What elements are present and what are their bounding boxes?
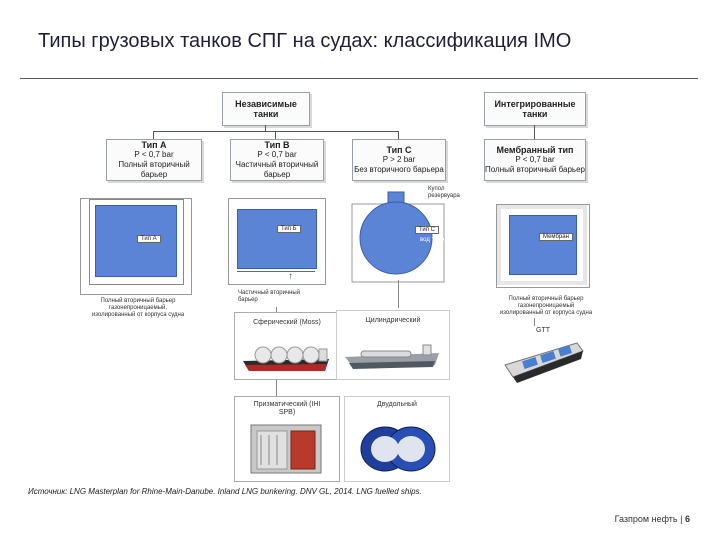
company-name: Газпром нефть	[614, 514, 678, 524]
moss-ship-image	[243, 346, 329, 371]
type-b-tank	[237, 209, 317, 269]
type-c-tank	[359, 201, 433, 275]
type-a-tank-label: Тип А	[137, 235, 161, 243]
cylindrical-ship-panel: Цилиндрический	[336, 310, 450, 380]
footer-separator: |	[680, 514, 683, 524]
connector	[534, 125, 535, 139]
membrane-type-box: Мембранный тип P < 0,7 bar Полный вторич…	[484, 139, 586, 181]
membrane-tank-diagram: Мембран	[496, 204, 590, 288]
arrow-up-icon: ↑	[288, 271, 293, 282]
type-c-barrier: Без вторичного барьера	[354, 165, 444, 174]
membrane-pressure: P < 0,7 bar	[515, 155, 555, 164]
connector	[265, 125, 266, 132]
hull-c-note: вод терр	[420, 237, 445, 243]
connector	[153, 131, 154, 139]
bilobe-ship-panel: Двудольный	[344, 396, 450, 482]
type-c-tank-diagram	[351, 191, 445, 283]
type-b-pressure: P < 0,7 bar	[257, 150, 297, 159]
type-a-pressure: P < 0,7 bar	[134, 150, 174, 159]
spb-tank-image	[250, 424, 322, 474]
prismatic-ship-panel: Призматический (IHI SPB)	[234, 396, 340, 482]
type-b-tank-diagram: Тип Б	[228, 198, 326, 285]
type-b-barrier: Частичный вторичный барьер	[235, 160, 319, 179]
bilobe-tank-image	[360, 426, 436, 472]
type-c-tank-label: Тип С	[415, 226, 440, 234]
cylindrical-ship-image	[345, 344, 439, 369]
integrated-tanks-label: Интегрированные танки	[494, 99, 576, 119]
membrane-barrier: Полный вторичный барьер	[485, 165, 585, 174]
independent-tanks-box: Независимые танки	[222, 92, 310, 126]
independent-tanks-label: Независимые танки	[235, 99, 297, 119]
hull-outline	[89, 199, 184, 285]
membrane-tank	[509, 215, 577, 275]
page-number: 6	[684, 514, 690, 524]
connector	[398, 131, 399, 139]
type-c-box: Тип С P > 2 bar Без вторичного барьера	[352, 139, 446, 181]
connector	[153, 131, 399, 132]
footer: Газпром нефть | 6	[615, 514, 690, 524]
type-a-box: Тип А P < 0,7 bar Полный вторичный барье…	[106, 139, 202, 181]
type-a-tank	[95, 205, 177, 277]
type-b-tank-label: Тип Б	[277, 225, 301, 233]
prismatic-caption: Призматический (IHI SPB)	[253, 401, 321, 416]
type-a-name: Тип А	[141, 140, 167, 150]
membrane-tank-label: Мембран	[539, 233, 573, 241]
type-b-name: Тип В	[264, 140, 290, 150]
partial-barrier-line	[237, 271, 315, 272]
type-c-pressure: P > 2 bar	[382, 155, 416, 164]
type-b-box: Тип В P < 0,7 bar Частичный вторичный ба…	[230, 139, 324, 181]
membrane-name: Мембранный тип	[496, 145, 574, 155]
type-a-tank-diagram: Тип А	[80, 198, 192, 295]
spherical-ship-panel: Сферический (Moss)	[234, 312, 340, 380]
membrane-ship-image	[504, 342, 584, 383]
full-barrier-m-note: Полный вторичный барьер газонепроницаемы…	[499, 296, 593, 316]
connector	[534, 318, 535, 328]
type-a-barrier: Полный вторичный барьер	[118, 160, 190, 179]
page-title: Типы грузовых танков СПГ на судах: класс…	[38, 30, 572, 52]
connector	[275, 131, 276, 139]
spherical-caption: Сферический (Moss)	[253, 319, 321, 326]
hull-outline	[497, 205, 587, 285]
cylindrical-caption: Цилиндрический	[365, 317, 421, 324]
title-divider	[20, 78, 698, 79]
integrated-tanks-box: Интегрированные танки	[484, 92, 586, 126]
type-c-name: Тип С	[386, 145, 412, 155]
connector	[398, 280, 399, 308]
bilobe-caption: Двудольный	[377, 401, 417, 408]
membrane-ship-panel: GTT	[500, 326, 586, 388]
full-barrier-a-note: Полный вторичный барьер газонепроницаемы…	[91, 298, 185, 318]
partial-barrier-note: Частичный вторичный барьер	[238, 290, 301, 303]
dome-note: Купол резервуара	[428, 186, 460, 199]
membrane-ship-caption: GTT	[536, 327, 550, 334]
source-note: Источник: LNG Masterplan for Rhine-Main-…	[28, 487, 422, 496]
